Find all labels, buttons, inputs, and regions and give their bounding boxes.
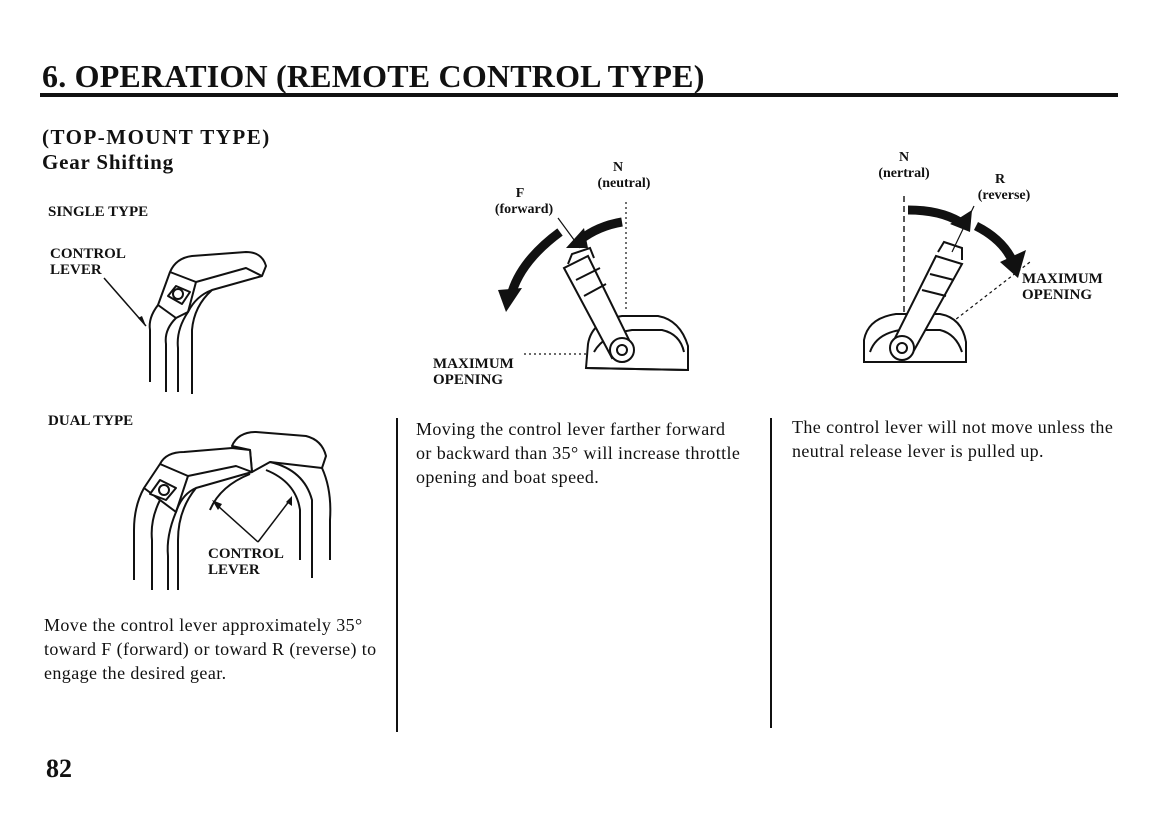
right-max-line1: MAXIMUM [1022, 271, 1103, 287]
middle-paragraph: Moving the control lever farther forward… [416, 419, 741, 487]
forward-sub-label: (forward) [494, 202, 554, 217]
neutral-sub-label: (neutral) [597, 176, 651, 191]
neutral-n-label: N [612, 160, 624, 175]
column-divider-right [770, 418, 772, 728]
right-n-label: N [898, 150, 910, 165]
title-rule [40, 93, 1118, 97]
middle-max-line1: MAXIMUM [433, 356, 514, 372]
dual-control-label-line2: LEVER [208, 562, 260, 578]
single-control-label-line2: LEVER [50, 262, 102, 278]
forward-f-label: F [515, 186, 525, 201]
right-paragraph: The control lever will not move unless t… [792, 417, 1114, 461]
middle-max-line2: OPENING [433, 372, 504, 388]
dual-control-label-line1: CONTROL [208, 546, 284, 562]
column-divider-left [396, 418, 398, 732]
section-heading: Gear Shifting [42, 150, 174, 174]
page-title: 6. OPERATION (REMOTE CONTROL TYPE) [42, 58, 705, 94]
right-max-line2: OPENING [1022, 287, 1093, 303]
reverse-r-label: R [994, 172, 1006, 187]
subtitle: (TOP-MOUNT TYPE) [42, 125, 271, 149]
single-type-label: SINGLE TYPE [48, 204, 149, 220]
single-control-label-line1: CONTROL [50, 246, 126, 262]
dual-type-label: DUAL TYPE [48, 413, 134, 429]
page-number: 82 [46, 754, 72, 783]
reverse-sub-label: (reverse) [977, 188, 1031, 203]
left-paragraph: Move the control lever approximately 35°… [44, 615, 377, 683]
right-n-sub-label: (nertral) [878, 166, 930, 181]
